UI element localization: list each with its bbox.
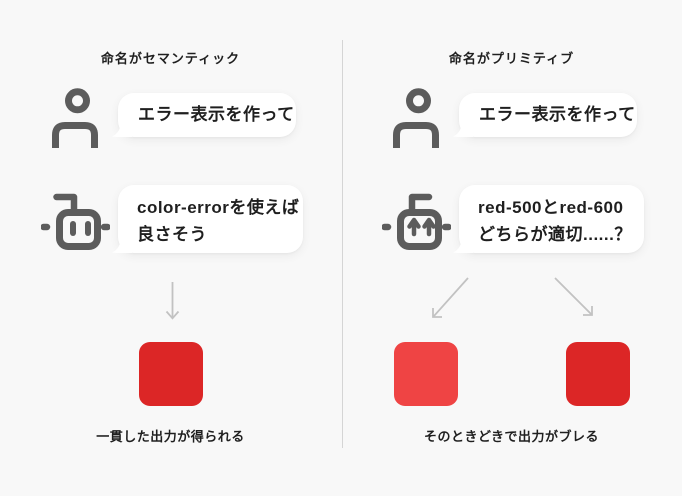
panel-primitive-title: 命名がプリミティブ	[448, 50, 575, 66]
output-color-swatch-red-500	[394, 342, 458, 406]
user-message-bubble: エラー表示を作って	[453, 93, 637, 137]
user-icon	[393, 88, 439, 148]
bubble-tail	[112, 239, 132, 253]
output-color-swatch	[139, 342, 203, 406]
panel-primitive-caption: そのときどきで出力がブレる	[423, 429, 600, 444]
ai-message-text: red-500とred-600 どちらが適切......？	[478, 198, 632, 244]
bubble-tail	[453, 123, 473, 137]
robot-confused-icon	[382, 193, 451, 250]
panel-semantic-caption: 一貫した出力が得られる	[96, 429, 245, 444]
ai-message-bubble: color-errorを使えば 良さそう	[112, 185, 303, 253]
bubble-tail	[453, 239, 473, 253]
ai-message-text: color-errorを使えば 良さそう	[137, 198, 300, 244]
arrow-down-icon	[165, 282, 180, 320]
user-message-text: エラー表示を作って	[138, 105, 295, 124]
vertical-divider	[342, 40, 343, 448]
user-icon	[52, 88, 98, 148]
bubble-tail	[112, 123, 132, 137]
panel-semantic-title: 命名がセマンティック	[100, 50, 241, 66]
robot-icon	[41, 193, 110, 250]
output-color-swatch-red-600	[566, 342, 630, 406]
user-message-text: エラー表示を作って	[479, 105, 636, 124]
ai-message-bubble: red-500とred-600 どちらが適切......？	[453, 185, 644, 253]
split-arrows-icon	[432, 277, 593, 318]
user-message-bubble: エラー表示を作って	[112, 93, 296, 137]
